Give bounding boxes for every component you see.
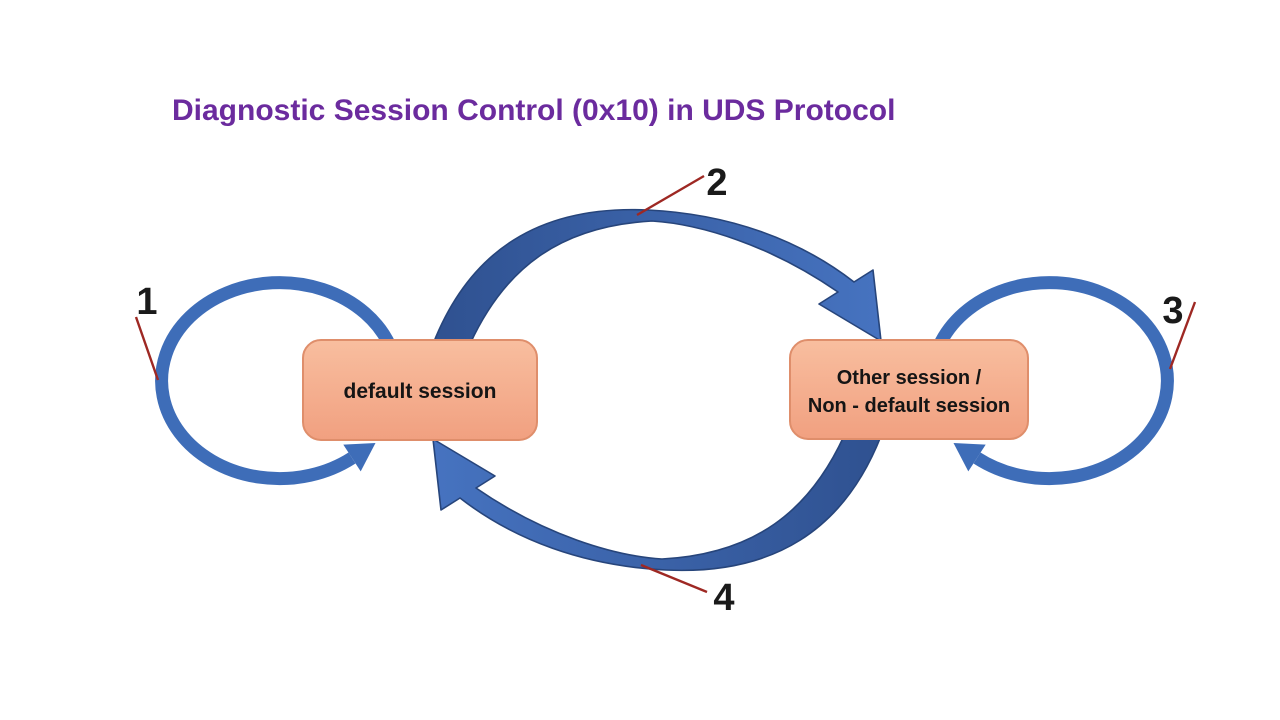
arc-top-arrow: [432, 208, 882, 345]
other-session-box: [789, 339, 1029, 440]
other-session-label-line2: Non - default session: [808, 395, 1010, 417]
transition-label-1: 1: [136, 281, 157, 323]
node-other-session: Other session / Non - default session: [789, 339, 1029, 440]
self-loop-right-arrowhead-icon: [953, 443, 986, 472]
other-session-label-line1: Other session /: [837, 367, 982, 389]
leader-line-2: [636, 174, 705, 217]
node-default-session: default session: [302, 339, 538, 441]
self-loop-left-arrow: [155, 276, 396, 486]
self-loop-right-path: [933, 276, 1174, 486]
self-loop-right-arrow: [933, 276, 1174, 486]
transition-label-2: 2: [706, 162, 727, 204]
page-title: Diagnostic Session Control (0x10) in UDS…: [172, 94, 895, 127]
transition-label-3: 3: [1162, 290, 1183, 332]
default-session-label: default session: [344, 380, 497, 403]
arc-bottom-arrow: [432, 435, 882, 572]
leader-line-3: [1168, 301, 1197, 370]
leader-line-4: [640, 563, 708, 594]
leader-line-1: [134, 316, 160, 381]
self-loop-left-path: [155, 276, 396, 486]
default-session-box: [302, 339, 538, 441]
self-loop-left-arrowhead-icon: [343, 443, 376, 472]
transition-label-4: 4: [713, 577, 734, 619]
